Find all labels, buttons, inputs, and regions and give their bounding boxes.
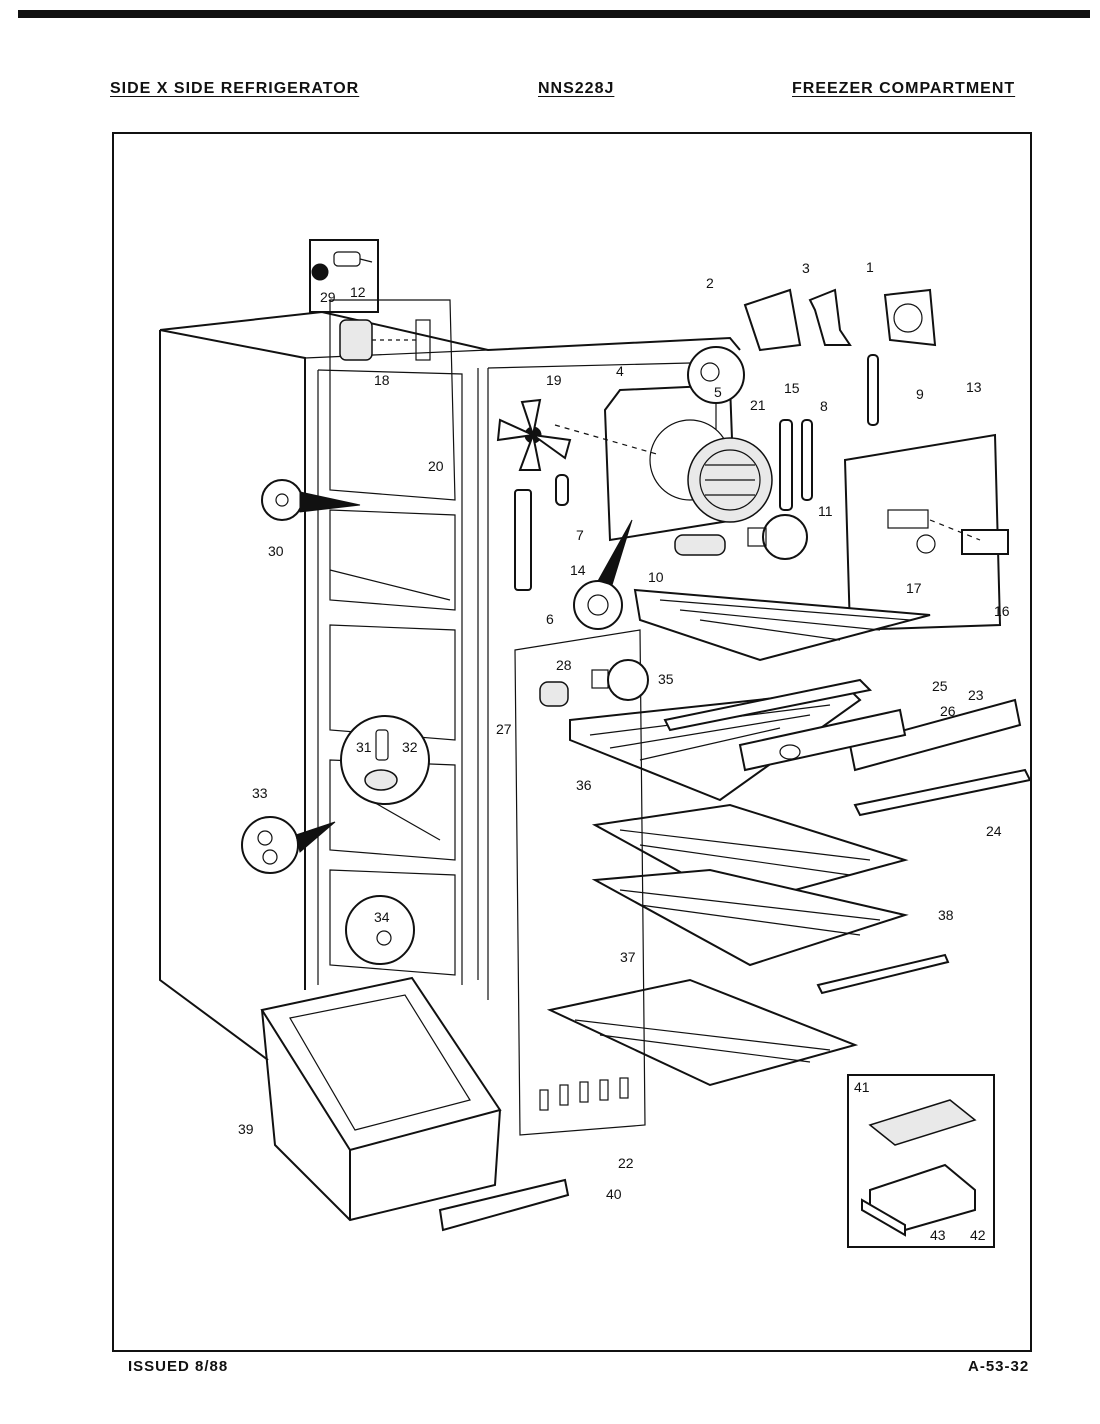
bin-39: [260, 976, 502, 1222]
callout-15: 15: [784, 380, 800, 396]
callout-4: 4: [616, 363, 624, 379]
strips: [514, 354, 879, 591]
callout-42: 42: [970, 1227, 986, 1243]
callout-21: 21: [750, 397, 766, 413]
callout-13: 13: [966, 379, 982, 395]
fan-blade-19: [496, 398, 572, 471]
callout-41: 41: [854, 1079, 870, 1095]
shelf-37-middle: [591, 868, 909, 967]
inset-circle-33: [241, 816, 336, 874]
rail-40: [438, 1178, 570, 1232]
callout-34: 34: [374, 909, 390, 925]
fan-motor-21: [687, 437, 773, 523]
shelf-37-lower: [546, 978, 859, 1087]
evaporator-panel-13: [843, 433, 1002, 632]
callout-20: 20: [428, 458, 444, 474]
callout-24: 24: [986, 823, 1002, 839]
callout-26: 26: [940, 703, 956, 719]
door-liner-panels: [329, 299, 456, 976]
callout-32: 32: [402, 739, 418, 755]
callout-19: 19: [546, 372, 562, 388]
callout-16: 16: [994, 603, 1010, 619]
callout-37: 37: [620, 949, 636, 965]
shelf-35: [633, 588, 931, 662]
inset-circle-31-32: [340, 715, 430, 805]
callout-40: 40: [606, 1186, 622, 1202]
callout-1: 1: [866, 259, 874, 275]
leader-lines: [554, 403, 981, 541]
callout-12: 12: [350, 284, 366, 300]
knob-30: [261, 479, 361, 521]
bracket-2: [743, 288, 802, 352]
callout-8: 8: [820, 398, 828, 414]
callout-7: 7: [576, 527, 584, 543]
callout-14: 14: [570, 562, 586, 578]
header-section: FREEZER COMPARTMENT: [792, 80, 1016, 97]
footer-code: A-53-32: [968, 1358, 1030, 1375]
rear-panel-22: [514, 629, 646, 1136]
rail-25: [663, 678, 873, 732]
callout-10: 10: [648, 569, 664, 585]
callout-11: 11: [818, 503, 833, 519]
rail-24: [853, 768, 1032, 817]
cabinet-shell: [159, 310, 741, 1061]
callout-23: 23: [968, 687, 984, 703]
light-socket-27: [539, 681, 569, 707]
callout-43: 43: [930, 1227, 946, 1243]
callout-25: 25: [932, 678, 948, 694]
callout-38: 38: [938, 907, 954, 923]
inset-box-41-42-43: [847, 1074, 995, 1248]
damper-6: [573, 519, 633, 630]
callout-2: 2: [706, 275, 714, 291]
callout-30: 30: [268, 543, 284, 559]
footer-issued: ISSUED 8/88: [128, 1358, 229, 1375]
callout-9: 9: [916, 386, 924, 402]
callout-33: 33: [252, 785, 268, 801]
light-bulb-28: [591, 659, 649, 701]
thermostat-18: [339, 319, 431, 361]
bracket-3: [808, 288, 852, 346]
callout-3: 3: [802, 260, 810, 276]
header-model: NNS228J: [538, 80, 615, 97]
callout-35: 35: [658, 671, 674, 687]
inset-box-12-29: [309, 239, 379, 313]
top-rule: [18, 10, 1090, 18]
header-title: SIDE X SIDE REFRIGERATOR: [110, 80, 360, 97]
bracket-1: [883, 288, 937, 347]
light-bulb-11: [747, 514, 808, 560]
rail-38: [816, 953, 950, 995]
callout-22: 22: [618, 1155, 634, 1171]
callout-6: 6: [546, 611, 554, 627]
callout-29: 29: [320, 289, 336, 305]
lens-16: [961, 529, 1009, 555]
callout-39: 39: [238, 1121, 254, 1137]
rail-23: [848, 698, 1022, 772]
inset-circle-34: [345, 895, 415, 965]
callout-5: 5: [714, 384, 722, 400]
callout-31: 31: [356, 739, 372, 755]
rail-26: [738, 708, 907, 772]
light-socket-10: [674, 534, 726, 556]
callout-labels: 1 2 3 4 5 6 7 8 9 10 11 12 13 14 15 16 1…: [238, 259, 1010, 1243]
callout-27: 27: [496, 721, 512, 737]
diagram-frame: [112, 132, 1032, 1352]
callout-28: 28: [556, 657, 572, 673]
callout-18: 18: [374, 372, 390, 388]
callout-36: 36: [576, 777, 592, 793]
callout-17: 17: [906, 580, 922, 596]
